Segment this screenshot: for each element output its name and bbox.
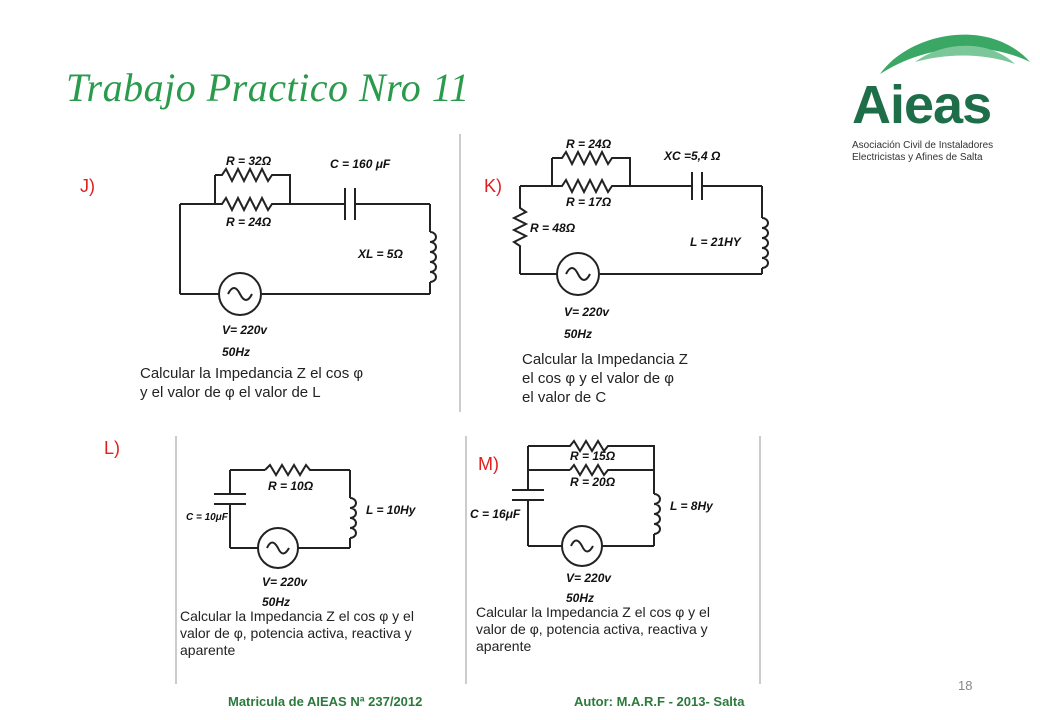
k-xc-label: XC =5,4 Ω <box>663 149 721 163</box>
m-desc-line2: valor de φ, potencia activa, reactiva y <box>476 621 708 637</box>
j-xl-label: XL = 5Ω <box>357 247 403 261</box>
l-f-label: 50Hz <box>262 595 290 609</box>
l-v-label: V= 220v <box>262 575 308 589</box>
m-desc-line3: aparente <box>476 638 532 654</box>
j-v-label: V= 220v <box>222 323 268 337</box>
problem-label-j: J) <box>80 176 95 196</box>
k-r3-label: R = 48Ω <box>530 221 576 235</box>
k-f-label: 50Hz <box>564 327 592 341</box>
j-r2-label: R = 24Ω <box>226 215 272 229</box>
circuit-k <box>511 149 769 296</box>
k-desc-line2: el cos φ y el valor de φ <box>522 370 675 387</box>
m-r2-label: R = 20Ω <box>570 475 616 489</box>
problem-label-l: L) <box>104 438 121 458</box>
problem-j-description: Calcular la Impedancia Z el cos φ y el v… <box>140 364 363 402</box>
m-r1-label: R = 15Ω <box>570 449 616 463</box>
logo-subtitle: Asociación Civil de Instaladores Electri… <box>852 140 993 164</box>
page-title: Trabajo Practico Nro 11 <box>66 65 470 110</box>
problem-k-description: Calcular la Impedancia Z el cos φ y el v… <box>522 350 688 407</box>
k-v-label: V= 220v <box>564 305 610 319</box>
footer-author: Autor: M.A.R.F - 2013- Salta <box>574 694 745 709</box>
k-l-label: L = 21HY <box>690 235 742 249</box>
j-r1-label: R = 32Ω <box>226 154 272 168</box>
circuit-j <box>179 166 437 316</box>
problem-m-description: Calcular la Impedancia Z el cos φ y el v… <box>476 604 710 655</box>
l-c-label: C = 10μF <box>186 512 229 523</box>
m-desc-line1: Calcular la Impedancia Z el cos φ y el <box>476 604 710 620</box>
circuit-l <box>214 463 357 569</box>
m-c-label: C = 16μF <box>470 507 521 521</box>
l-desc-line2: valor de φ, potencia activa, reactiva y <box>180 625 412 641</box>
m-f-label: 50Hz <box>566 591 594 605</box>
footer-registration: Matricula de AIEAS Nª 237/2012 <box>228 694 423 709</box>
k-desc-line3: el valor de C <box>522 389 607 406</box>
problem-label-m: M) <box>478 454 499 474</box>
l-r-label: R = 10Ω <box>268 479 314 493</box>
j-desc-line2: y el valor de φ el valor de L <box>140 384 321 401</box>
j-c-label: C = 160 μF <box>330 157 391 171</box>
page-number: 18 <box>958 678 973 693</box>
logo-subtitle-line2: Electricistas y Afines de Salta <box>852 152 983 163</box>
m-l-label: L = 8Hy <box>670 499 714 513</box>
j-f-label: 50Hz <box>222 345 250 359</box>
k-desc-line1: Calcular la Impedancia Z <box>522 351 688 368</box>
logo-wordmark: Aieas <box>852 75 992 135</box>
problem-l-description: Calcular la Impedancia Z el cos φ y el v… <box>180 608 414 659</box>
problem-label-k: K) <box>484 176 502 196</box>
l-l-label: L = 10Hy <box>366 503 417 517</box>
k-r2-label: R = 17Ω <box>566 195 612 209</box>
aieas-leaf-logo <box>880 34 1030 74</box>
m-v-label: V= 220v <box>566 571 612 585</box>
circuit-m <box>512 439 661 567</box>
l-desc-line3: aparente <box>180 642 236 658</box>
k-r1-label: R = 24Ω <box>566 137 612 151</box>
j-desc-line1: Calcular la Impedancia Z el cos φ <box>140 365 364 382</box>
l-desc-line1: Calcular la Impedancia Z el cos φ y el <box>180 608 414 624</box>
logo-subtitle-line1: Asociación Civil de Instaladores <box>852 140 994 151</box>
